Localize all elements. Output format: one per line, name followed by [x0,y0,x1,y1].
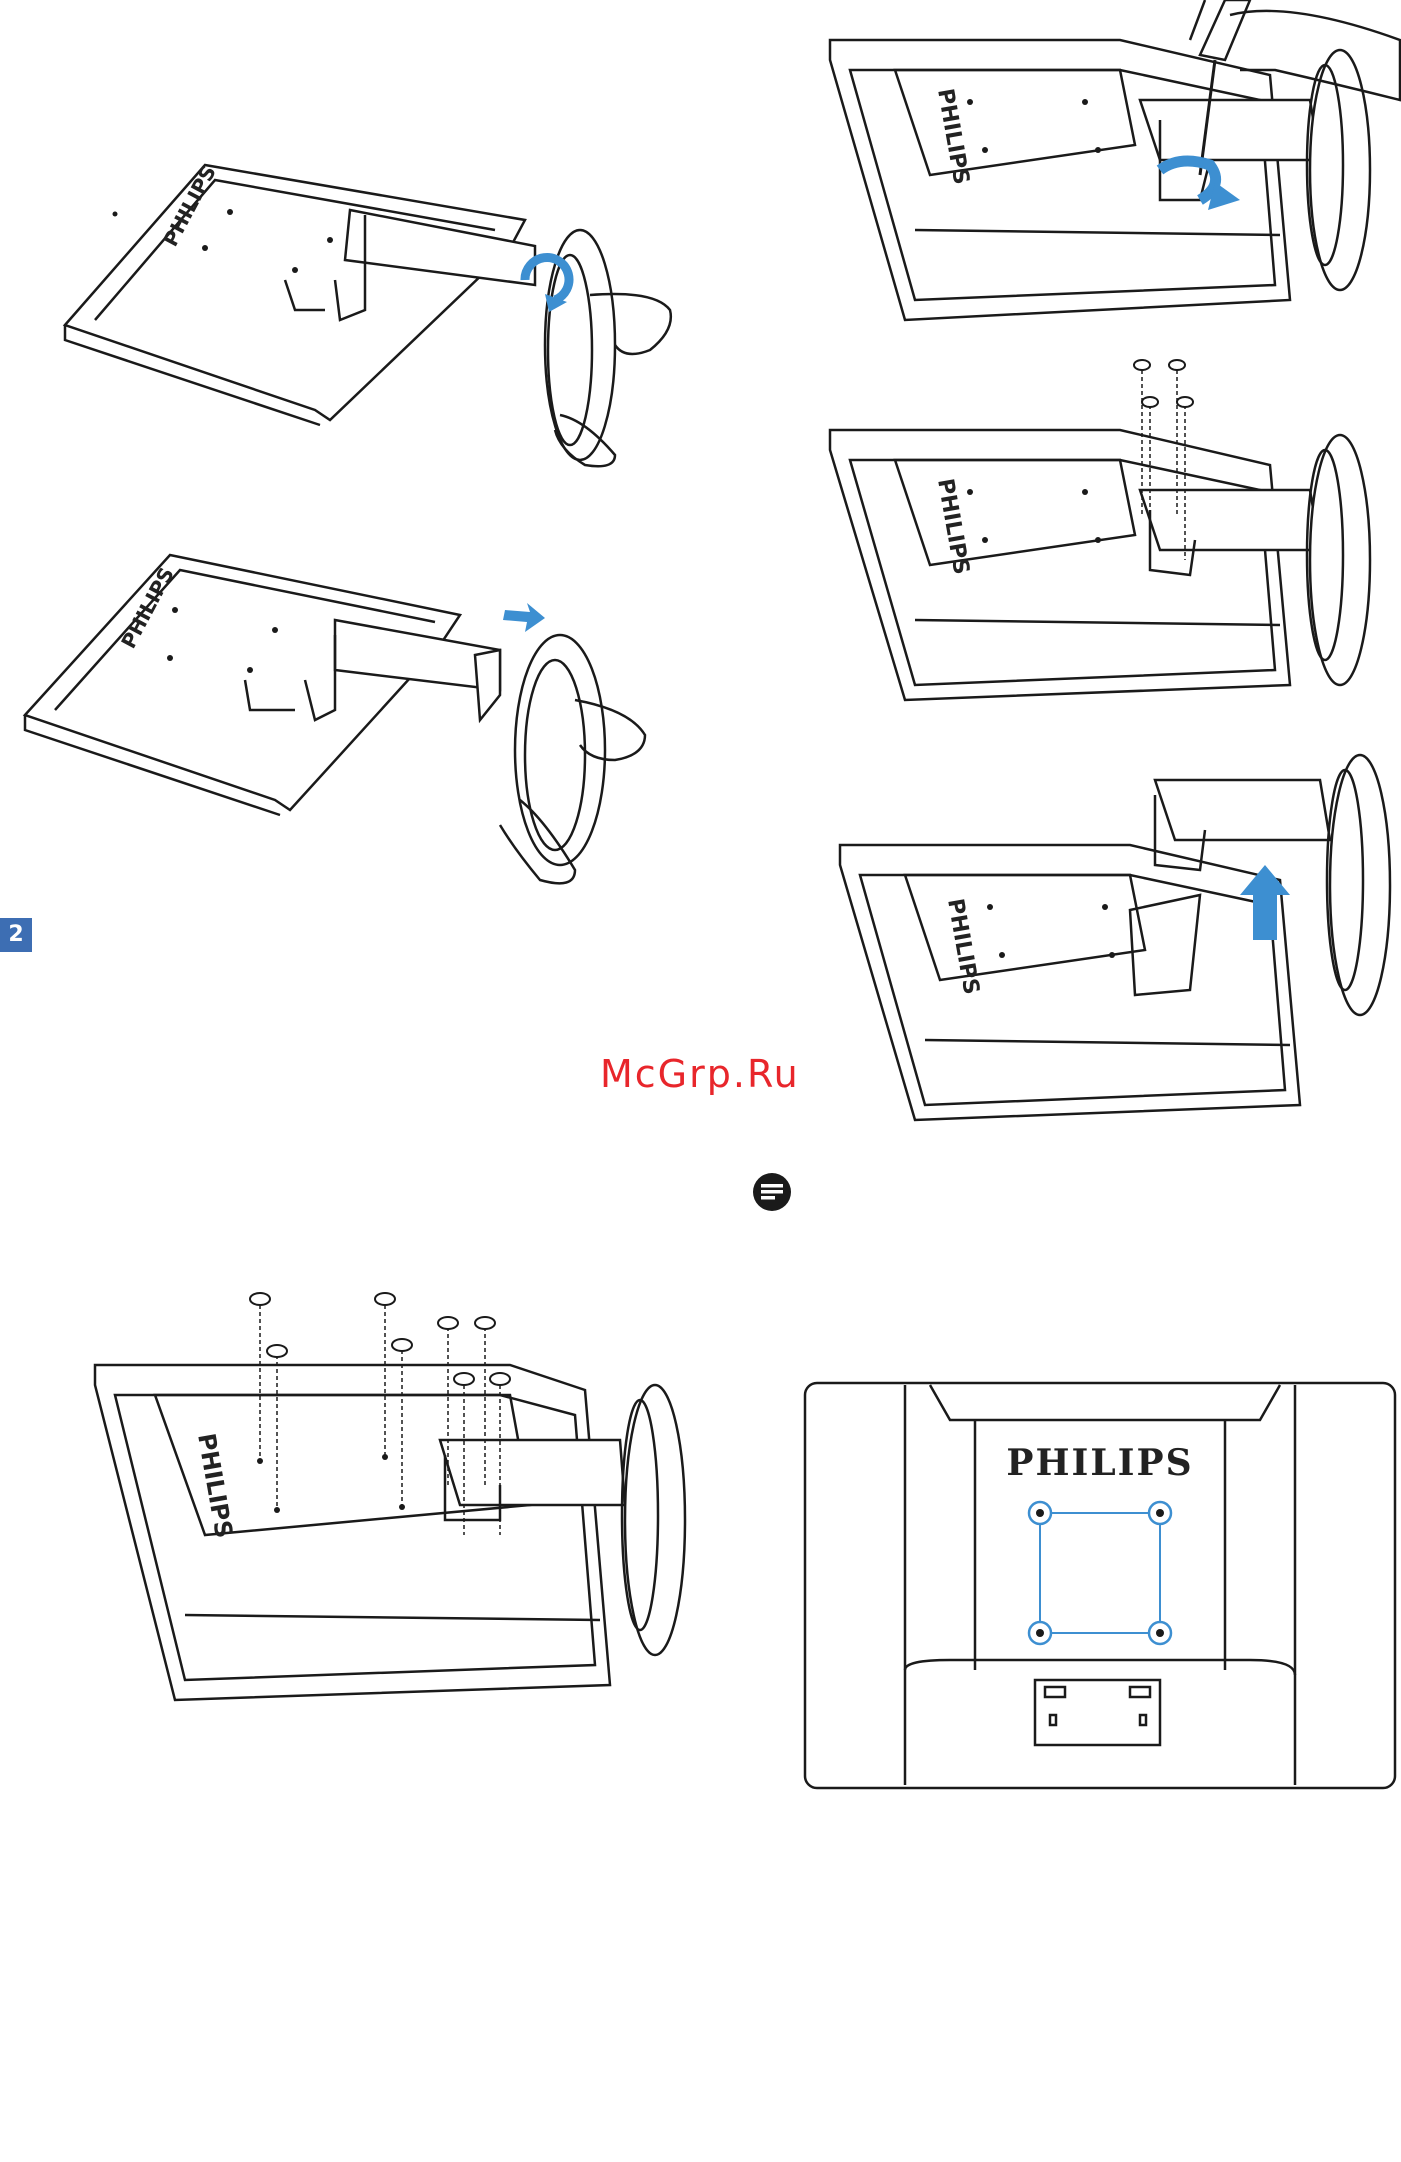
brand-logo: PHILIPS [1006,1442,1193,1484]
figure-lift-stand: PHILIPS [830,735,1401,1125]
figure-rotate-base: PHILIPS [55,160,695,470]
watermark: McGrp.Ru [600,1052,800,1096]
figure-remove-screws: PHILIPS [820,350,1401,710]
figure-insert-caps: PHILIPS [90,1285,690,1705]
figure-vesa-pattern: PHILIPS [800,1375,1400,1795]
figure-remove-base: PHILIPS [15,550,655,890]
note-icon [752,1172,792,1212]
figure-unscrew-hinge: PHILIPS [820,0,1401,330]
right-arrow-icon [503,603,545,632]
page-number-badge: 2 [0,918,32,952]
